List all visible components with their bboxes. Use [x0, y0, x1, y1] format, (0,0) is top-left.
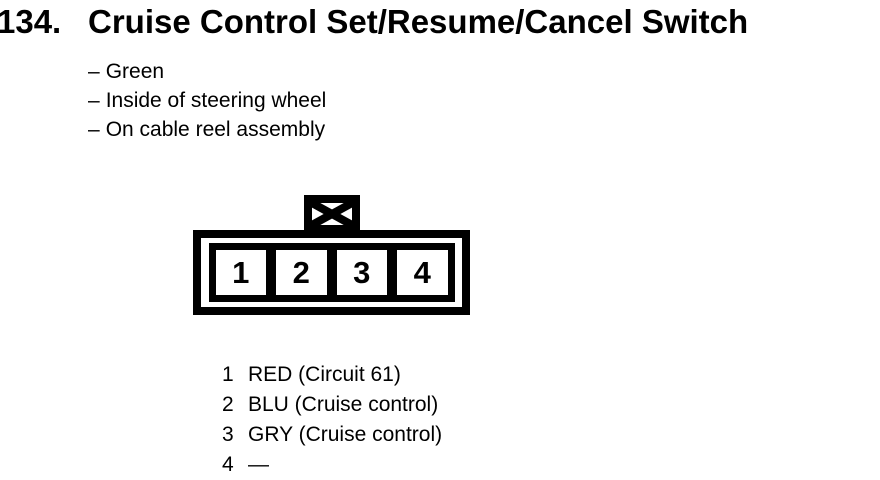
- note-text: Green: [105, 60, 165, 83]
- note-text: Inside of steering wheel: [105, 89, 327, 112]
- pin-label: BLU (Cruise control): [248, 393, 439, 416]
- cavity-number: 1: [232, 254, 250, 290]
- dash-bullet: –: [88, 118, 100, 141]
- note-item: – On cable reel assembly: [88, 115, 326, 144]
- pin-cavity-2: 2: [276, 250, 327, 295]
- pin-legend-row: 2 BLU (Cruise control): [222, 390, 442, 420]
- connector-diagram: 1 2 3 4: [193, 195, 470, 315]
- pin-label: RED (Circuit 61): [248, 363, 401, 386]
- pin-legend: 1 RED (Circuit 61) 2 BLU (Cruise control…: [222, 360, 442, 480]
- pin-cavity-row: 1 2 3 4: [208, 243, 455, 302]
- pin-number: 2: [222, 393, 234, 416]
- pin-cavity-3: 3: [336, 250, 387, 295]
- note-item: – Green: [88, 57, 326, 86]
- pin-cavity-1: 1: [215, 250, 266, 295]
- pin-cavity-4: 4: [397, 250, 448, 295]
- connector-housing: 1 2 3 4: [193, 230, 470, 315]
- keyway-boxed-x-icon: [304, 195, 360, 233]
- pin-label: —: [248, 453, 269, 476]
- pin-legend-row: 3 GRY (Cruise control): [222, 420, 442, 450]
- x-glyph: [312, 203, 352, 225]
- pin-number: 4: [222, 453, 234, 476]
- page-title: 134. Cruise Control Set/Resume/Cancel Swi…: [0, 3, 748, 41]
- pin-number: 3: [222, 423, 234, 446]
- note-item: – Inside of steering wheel: [88, 86, 326, 115]
- item-number: 134.: [0, 3, 62, 40]
- pin-number: 1: [222, 363, 234, 386]
- title-text: Cruise Control Set/Resume/Cancel Switch: [88, 3, 749, 40]
- note-text: On cable reel assembly: [105, 118, 326, 141]
- pin-legend-row: 1 RED (Circuit 61): [222, 360, 442, 390]
- pin-label: GRY (Cruise control): [248, 423, 443, 446]
- location-notes: – Green – Inside of steering wheel – On …: [88, 57, 326, 144]
- cavity-number: 2: [292, 254, 310, 290]
- pin-legend-row: 4 —: [222, 450, 442, 480]
- cavity-number: 4: [413, 254, 431, 290]
- cavity-number: 3: [353, 254, 371, 290]
- dash-bullet: –: [88, 60, 100, 83]
- dash-bullet: –: [88, 89, 100, 112]
